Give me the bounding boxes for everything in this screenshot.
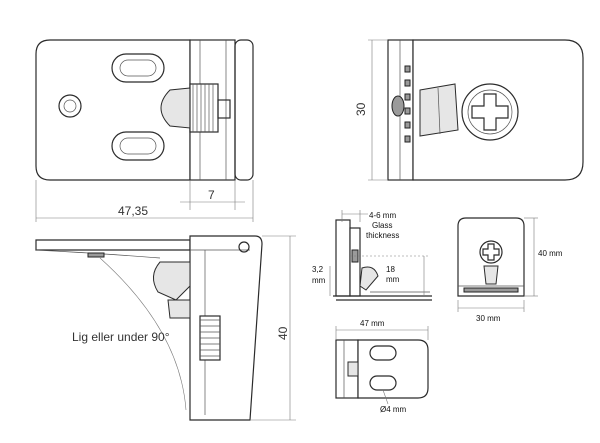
- dim-front-width: 30 mm: [476, 314, 501, 323]
- dim-top-small: 7: [208, 188, 215, 202]
- dim-open-height: 40: [276, 326, 290, 340]
- dim-32: 3,2: [312, 265, 324, 274]
- dim-18-unit: mm: [386, 275, 400, 284]
- side-view: [368, 39, 584, 181]
- glass-thickness: thickness: [366, 231, 399, 240]
- open-angle-note: Lig eller under 90°: [72, 330, 170, 344]
- top-plan-view: [35, 39, 254, 222]
- dim-front-height: 40 mm: [538, 249, 563, 258]
- glass-word: Glass: [372, 221, 392, 230]
- dim-hole: Ø4 mm: [380, 405, 407, 414]
- glass-dim: 4-6 mm: [369, 211, 396, 220]
- dim-18: 18: [386, 265, 395, 274]
- dim-32-unit: mm: [312, 276, 326, 285]
- opening-view: [35, 235, 296, 421]
- dim-bottom-width: 47 mm: [360, 319, 385, 328]
- dim-side-height: 30: [354, 102, 368, 116]
- small-bottom-plan: [335, 326, 429, 405]
- small-front-view: [457, 217, 538, 312]
- dim-top-width: 47,35: [118, 204, 148, 218]
- small-side-section: [329, 210, 432, 301]
